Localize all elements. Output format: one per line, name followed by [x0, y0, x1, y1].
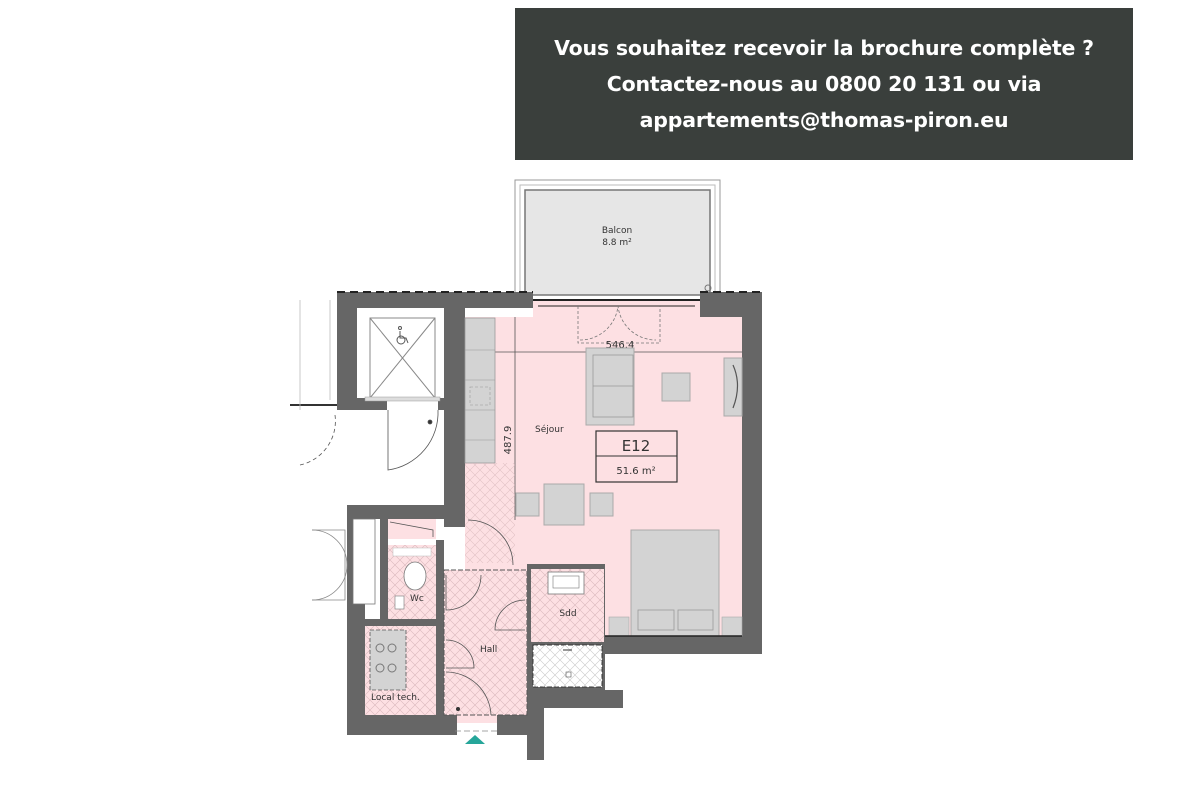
- cooktop-icon: [469, 386, 491, 406]
- wheelchair-icon: [396, 326, 409, 345]
- balcony: Balcon 8.8 m²: [514, 179, 721, 296]
- bathroom-label: Sdd: [559, 609, 576, 619]
- bathroom: Sdd: [527, 564, 605, 690]
- balcony-area: 8.8 m²: [602, 238, 632, 248]
- dining-chair: [515, 492, 540, 517]
- boiler-unit: [369, 629, 407, 691]
- banner-line-phone: Contactez-nous au 0800 20 131 ou via: [606, 72, 1042, 96]
- width-dimension: 546.4: [606, 340, 635, 351]
- unit-id: E12: [622, 437, 651, 455]
- hall: Hall: [443, 569, 528, 723]
- entrance-arrow-icon: [465, 735, 485, 744]
- bed: [630, 529, 720, 637]
- wc-label: Wc: [410, 594, 424, 604]
- hall-label: Hall: [480, 645, 497, 655]
- dining-table: [543, 483, 585, 526]
- wc-room: Wc: [388, 545, 436, 619]
- banner-line-question: Vous souhaitez recevoir la brochure comp…: [554, 36, 1094, 60]
- depth-dimension: 487.9: [503, 426, 514, 455]
- elevator: [357, 308, 444, 402]
- banner-line-email: appartements@thomas-piron.eu: [639, 108, 1009, 132]
- living-door-swing: [467, 519, 514, 566]
- technical-room-label: Local tech.: [371, 693, 420, 703]
- sink-icon: [394, 595, 405, 610]
- corridor-door: [290, 300, 439, 471]
- technical-room: Local tech.: [365, 626, 436, 715]
- external-double-door: [311, 518, 376, 605]
- unit-label-box: E12 51.6 m²: [595, 430, 678, 483]
- dining-chair: [589, 492, 614, 517]
- washbasin-icon: [547, 571, 585, 595]
- coffee-table: [661, 372, 691, 402]
- brochure-contact-banner: Vous souhaitez recevoir la brochure comp…: [515, 8, 1133, 160]
- living-room-label: Séjour: [535, 424, 564, 435]
- tv-unit: [723, 357, 743, 417]
- unit-area: 51.6 m²: [616, 466, 655, 477]
- kitchen-counter: [464, 317, 496, 464]
- toilet-icon: [403, 561, 427, 591]
- balcony-label: Balcon: [602, 226, 632, 236]
